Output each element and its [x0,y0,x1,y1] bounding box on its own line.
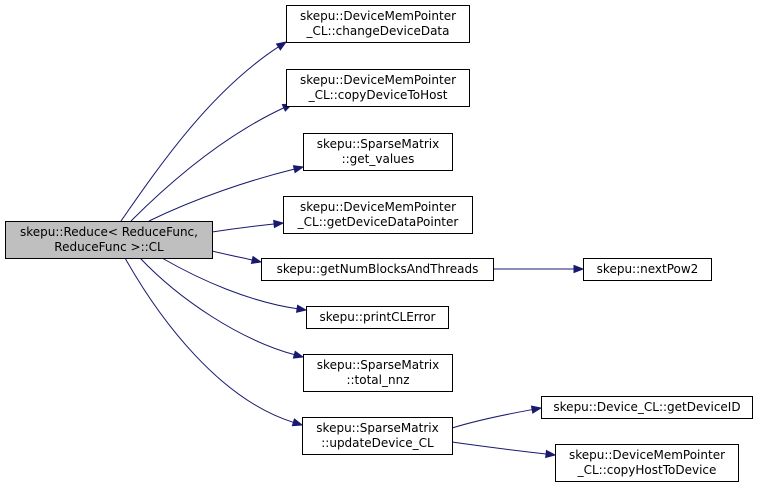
root-function-node[interactable]: skepu::Reduce< ReduceFunc,ReduceFunc >::… [5,221,213,259]
node-box [283,196,473,234]
arrowhead-icon [573,264,585,274]
node-label-line: skepu::DeviceMemPointer [300,9,456,23]
edge-root-to-n7 [161,257,308,313]
callee-node-n11[interactable]: skepu::DeviceMemPointer_CL::copyHostToDe… [555,444,739,482]
arrowhead-icon [530,405,543,414]
node-label-line: skepu::DeviceMemPointer [300,73,456,87]
node-label-line: ::updateDevice_CL [321,436,434,450]
callee-node-n9[interactable]: skepu::SparseMatrix::updateDevice_CL [302,417,453,455]
node-label-line: ::total_nnz [346,373,409,387]
edge-root-to-n9 [124,257,304,427]
edge-line [130,106,285,222]
node-box [541,396,753,419]
callee-node-n1[interactable]: skepu::DeviceMemPointer_CL::changeDevice… [286,5,470,43]
edge-line [211,250,254,261]
node-box [302,417,453,455]
node-label-line: skepu::Reduce< ReduceFunc, [20,225,198,239]
node-box [306,306,449,329]
callee-node-n4[interactable]: skepu::DeviceMemPointer_CL::getDeviceDat… [283,196,473,234]
node-label-line: _CL::changeDeviceData [305,24,449,38]
node-label-line: skepu::nextPow2 [597,262,699,276]
arrowhead-icon [295,304,308,313]
node-label-line: skepu::printCLError [320,310,436,324]
edge-line [451,408,534,429]
arrowhead-icon [292,350,305,359]
node-label-line: _CL::getDeviceDataPointer [297,215,459,229]
node-label-line: _CL::copyHostToDevice [577,463,717,477]
edge-root-to-n3 [148,165,305,222]
node-label-line: ::get_values [342,152,415,166]
arrowhead-icon [292,165,305,174]
edge-n5-to-n6 [493,264,585,274]
node-label-line: skepu::DeviceMemPointer [300,200,456,214]
edge-line [120,45,280,222]
node-box [583,258,712,281]
arrowhead-icon [291,418,304,427]
node-box [5,221,213,259]
edge-line [211,223,276,233]
call-graph-nodes: skepu::Reduce< ReduceFunc,ReduceFunc >::… [5,5,753,482]
node-box [286,5,470,43]
edge-line [148,168,296,222]
callee-node-n2[interactable]: skepu::DeviceMemPointer_CL::copyDeviceTo… [286,69,470,107]
edge-root-to-n1 [120,41,288,222]
callee-node-n8[interactable]: skepu::SparseMatrix::total_nnz [303,354,453,392]
edge-root-to-n4 [211,219,285,233]
callee-node-n6[interactable]: skepu::nextPow2 [583,258,712,281]
node-label-line: skepu::DeviceMemPointer [569,448,725,462]
arrowhead-icon [273,219,285,229]
callee-node-n7[interactable]: skepu::printCLError [306,306,449,329]
arrowhead-icon [275,41,288,51]
call-graph-edges [120,41,585,459]
node-label-line: _CL::copyDeviceToHost [308,88,448,102]
callee-node-n5[interactable]: skepu::getNumBlocksAndThreads [261,258,494,281]
callee-node-n3[interactable]: skepu::SparseMatrix::get_values [303,133,453,171]
edge-n9-to-n11 [451,441,557,459]
edge-line [139,257,296,356]
edge-root-to-n8 [139,257,305,359]
callee-node-n10[interactable]: skepu::Device_CL::getDeviceID [541,396,753,419]
arrowhead-icon [250,255,263,264]
node-label-line: skepu::SparseMatrix [317,358,439,372]
edge-root-to-n5 [211,250,263,264]
node-box [303,354,453,392]
node-label-line: skepu::SparseMatrix [317,137,439,151]
node-label-line: ReduceFunc >::CL [54,240,164,254]
edge-line [124,257,295,424]
edge-line [161,257,299,310]
edge-n9-to-n10 [451,405,543,429]
node-label-line: skepu::Device_CL::getDeviceID [553,400,740,414]
node-box [261,258,494,281]
edge-root-to-n2 [130,103,294,222]
node-box [303,133,453,171]
node-label-line: skepu::SparseMatrix [316,421,438,435]
node-box [286,69,470,107]
edge-line [451,441,548,455]
arrowhead-icon [545,449,557,459]
node-label-line: skepu::getNumBlocksAndThreads [277,262,479,276]
node-box [555,444,739,482]
